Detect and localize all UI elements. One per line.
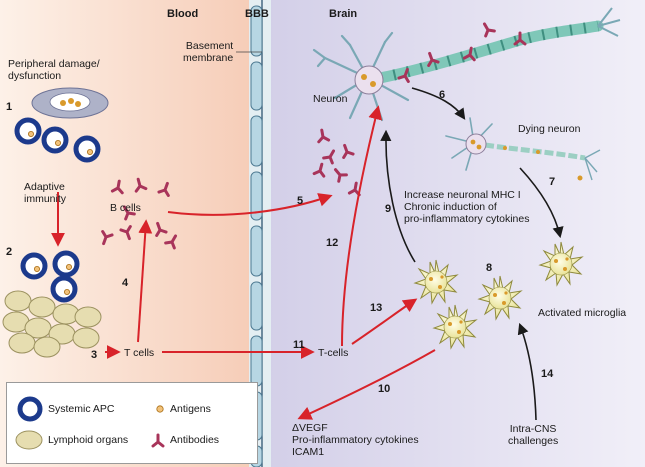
legend-systemic-apc: Systemic APC xyxy=(48,403,115,415)
legend-lymphoid-organs: Lymphoid organs xyxy=(48,434,129,446)
step-6: 6 xyxy=(439,89,446,101)
red-arrows xyxy=(51,105,436,420)
legend-antigens: Antigens xyxy=(170,403,211,415)
basement-membrane-label: Basement membrane xyxy=(183,40,234,64)
step-4: 4 xyxy=(122,277,129,289)
neuron-label: Neuron xyxy=(313,93,348,105)
b-cells-label: B cells xyxy=(110,202,141,214)
legend-box xyxy=(6,382,258,464)
step-12: 12 xyxy=(326,237,339,249)
vegf-cytokines-label: ΔVEGF Pro-inflammatory cytokines ICAM1 xyxy=(292,422,419,458)
step-14: 14 xyxy=(541,368,554,380)
step-13: 13 xyxy=(370,302,383,314)
step-5: 5 xyxy=(297,195,304,207)
dying-neuron-label: Dying neuron xyxy=(518,123,581,135)
neuron xyxy=(312,7,621,122)
step-3: 3 xyxy=(91,349,98,361)
step-8: 8 xyxy=(486,262,493,274)
legend-antibodies: Antibodies xyxy=(170,434,220,446)
adaptive-immunity-label: Adaptive immunity xyxy=(24,181,67,205)
peripheral-damage-tissue xyxy=(31,87,109,119)
dying-neuron xyxy=(445,117,601,181)
intra-cns-label: Intra-CNS challenges xyxy=(508,423,559,447)
t-cells-brain-label: T-cells xyxy=(318,347,349,359)
step-7: 7 xyxy=(549,176,556,188)
step-10: 10 xyxy=(378,383,391,395)
peripheral-damage-label: Peripheral damage/ dysfunction xyxy=(8,58,100,82)
mhc-cytokines-label: Increase neuronal MHC I Chronic inductio… xyxy=(404,189,530,225)
bbb-endothelial-cells xyxy=(249,0,271,467)
header-bbb: BBB xyxy=(245,8,269,20)
header-brain: Brain xyxy=(329,8,358,20)
header-blood: Blood xyxy=(167,8,199,20)
black-arrows xyxy=(380,87,564,421)
step-2: 2 xyxy=(6,246,13,258)
t-cells-blood-label: T cells xyxy=(124,347,155,359)
step-1: 1 xyxy=(6,101,13,113)
activated-microglia-label: Activated microglia xyxy=(538,307,627,319)
step-11: 11 xyxy=(293,339,305,351)
lymphoid-organs xyxy=(2,290,102,358)
step-9: 9 xyxy=(385,203,392,215)
